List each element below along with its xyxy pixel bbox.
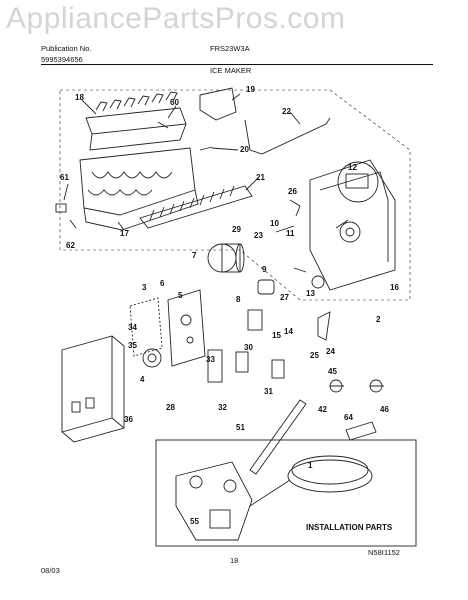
callout-42: 42 xyxy=(318,405,327,414)
motor-part xyxy=(207,243,245,273)
callout-61: 61 xyxy=(60,173,69,182)
section-title: ICE MAKER xyxy=(210,66,252,75)
callout-62: 62 xyxy=(66,241,75,250)
thermostat-13 xyxy=(311,275,325,289)
callout-19: 19 xyxy=(246,85,255,94)
callout-16: 16 xyxy=(390,283,399,292)
callout-24: 24 xyxy=(326,347,335,356)
callout-21: 21 xyxy=(256,173,265,182)
callout-29-upper: 29 xyxy=(232,225,241,234)
callout-15-mid: 15 xyxy=(272,331,281,340)
callout-22: 22 xyxy=(282,107,291,116)
switch-30 xyxy=(235,351,249,373)
callout-60: 60 xyxy=(170,98,179,107)
water-valve-part xyxy=(175,461,253,541)
shutoff-arm-part xyxy=(244,117,331,155)
callout-25: 25 xyxy=(310,351,319,360)
callout-17: 17 xyxy=(120,229,129,238)
connector-12 xyxy=(345,173,369,189)
publication-number: 5995394656 xyxy=(41,55,83,64)
callout-30: 30 xyxy=(244,343,253,352)
callout-33: 33 xyxy=(206,355,215,364)
switch-8 xyxy=(247,309,263,331)
callout-3: 3 xyxy=(142,283,147,292)
fill-cup-part xyxy=(199,87,237,121)
callout-23-left: 23 xyxy=(254,231,263,240)
footer-page: 18 xyxy=(230,556,239,565)
connector-detail-circle xyxy=(337,161,379,203)
fill-cup-strip-part xyxy=(139,185,253,229)
bracket-33 xyxy=(207,349,223,383)
callout-51: 51 xyxy=(236,423,245,432)
callout-32: 32 xyxy=(218,403,227,412)
water-line-coil xyxy=(291,455,369,485)
callout-9: 9 xyxy=(262,265,267,274)
gear-9 xyxy=(257,279,275,295)
callout-12: 12 xyxy=(348,163,357,172)
cover-part xyxy=(61,335,125,443)
watermark-text: AppliancePartsPros.com xyxy=(6,2,346,35)
mounting-plate-part xyxy=(167,289,206,367)
installation-parts-label: INSTALLATION PARTS xyxy=(306,523,393,532)
gear-wheel-4 xyxy=(142,348,162,368)
footer-date: 08/03 xyxy=(41,566,60,575)
insulator-3 xyxy=(129,297,163,357)
lever-24 xyxy=(317,311,331,341)
module-housing-part xyxy=(309,159,396,291)
tube-51 xyxy=(249,399,307,475)
callout-13: 13 xyxy=(306,289,315,298)
callout-8: 8 xyxy=(236,295,241,304)
callout-46: 46 xyxy=(380,405,389,414)
switch-31 xyxy=(271,359,285,379)
ejector-part xyxy=(85,91,187,151)
bracket-61 xyxy=(55,203,67,213)
model-number: FRS23W3A xyxy=(210,44,250,53)
callout-14: 14 xyxy=(284,327,293,336)
footer-code: N58I1152 xyxy=(368,548,400,557)
callout-31: 31 xyxy=(264,387,273,396)
callout-26-upper: 26 xyxy=(288,187,297,196)
publication-label: Publication No. xyxy=(41,44,92,53)
callout-10: 10 xyxy=(270,219,279,228)
callout-28: 28 xyxy=(166,403,175,412)
callout-20: 20 xyxy=(240,145,249,154)
callout-2: 2 xyxy=(376,315,381,324)
callout-11: 11 xyxy=(286,229,295,238)
installation-parts-box xyxy=(155,439,417,547)
callout-7: 7 xyxy=(192,251,197,260)
callout-55: 55 xyxy=(190,517,199,526)
header-rule xyxy=(41,64,433,65)
ice-mold-part xyxy=(79,147,199,231)
callout-27: 27 xyxy=(280,293,289,302)
callout-45-left: 45 xyxy=(328,367,337,376)
callout-18: 18 xyxy=(75,93,84,102)
callout-5: 5 xyxy=(178,291,183,300)
callout-35: 35 xyxy=(128,341,137,350)
callout-64: 64 xyxy=(344,413,353,422)
callout-34-upper: 34 xyxy=(128,323,137,332)
callout-4: 4 xyxy=(140,375,145,384)
callout-6: 6 xyxy=(160,279,165,288)
clip-64 xyxy=(345,421,377,441)
callout-36: 36 xyxy=(124,415,133,424)
callout-1: 1 xyxy=(308,461,313,470)
